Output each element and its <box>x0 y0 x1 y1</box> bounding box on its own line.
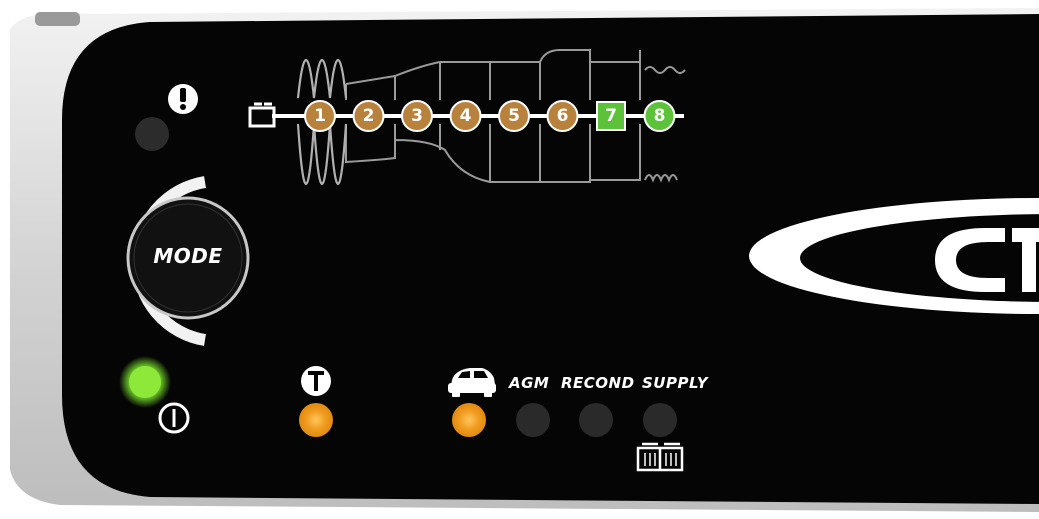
battery-icon <box>248 102 276 128</box>
stage-marker-5 <box>498 100 530 132</box>
stage-marker-1 <box>304 100 336 132</box>
stage-label-2: 2 <box>362 106 375 126</box>
stage-markers <box>304 100 676 132</box>
car-led <box>452 403 486 437</box>
stage-label-7: 7 <box>605 106 617 126</box>
stage-label-8: 8 <box>653 106 666 126</box>
stage-marker-8 <box>643 100 676 132</box>
stage-label-5: 5 <box>508 106 520 126</box>
supply-label: SUPPLY <box>642 374 709 392</box>
recond-led <box>579 403 613 437</box>
stage-label-4: 4 <box>459 106 472 126</box>
stage-label-6: 6 <box>556 106 569 126</box>
stage-marker-6 <box>546 100 579 132</box>
mode-button-face <box>126 196 250 320</box>
agm-label: AGM <box>509 374 550 392</box>
pulse-springs <box>296 58 348 186</box>
temperature-led <box>299 403 333 437</box>
stage-marker-4 <box>449 100 482 132</box>
frame-clip <box>35 12 80 26</box>
logo-swoosh <box>749 198 1039 314</box>
manual-book-icon <box>636 442 684 472</box>
stage-label-3: 3 <box>411 106 423 126</box>
power-led <box>129 366 161 398</box>
mode-button[interactable]: MODE <box>153 244 223 268</box>
recond-label: RECOND <box>561 374 635 392</box>
stage-marker-3 <box>401 100 433 132</box>
power-icon <box>158 402 190 434</box>
agm-led <box>516 403 550 437</box>
stage-marker-7 <box>596 101 626 131</box>
supply-led <box>643 403 677 437</box>
error-led <box>135 117 169 151</box>
stage-marker-2 <box>352 100 385 132</box>
stage-label-1: 1 <box>314 106 326 126</box>
